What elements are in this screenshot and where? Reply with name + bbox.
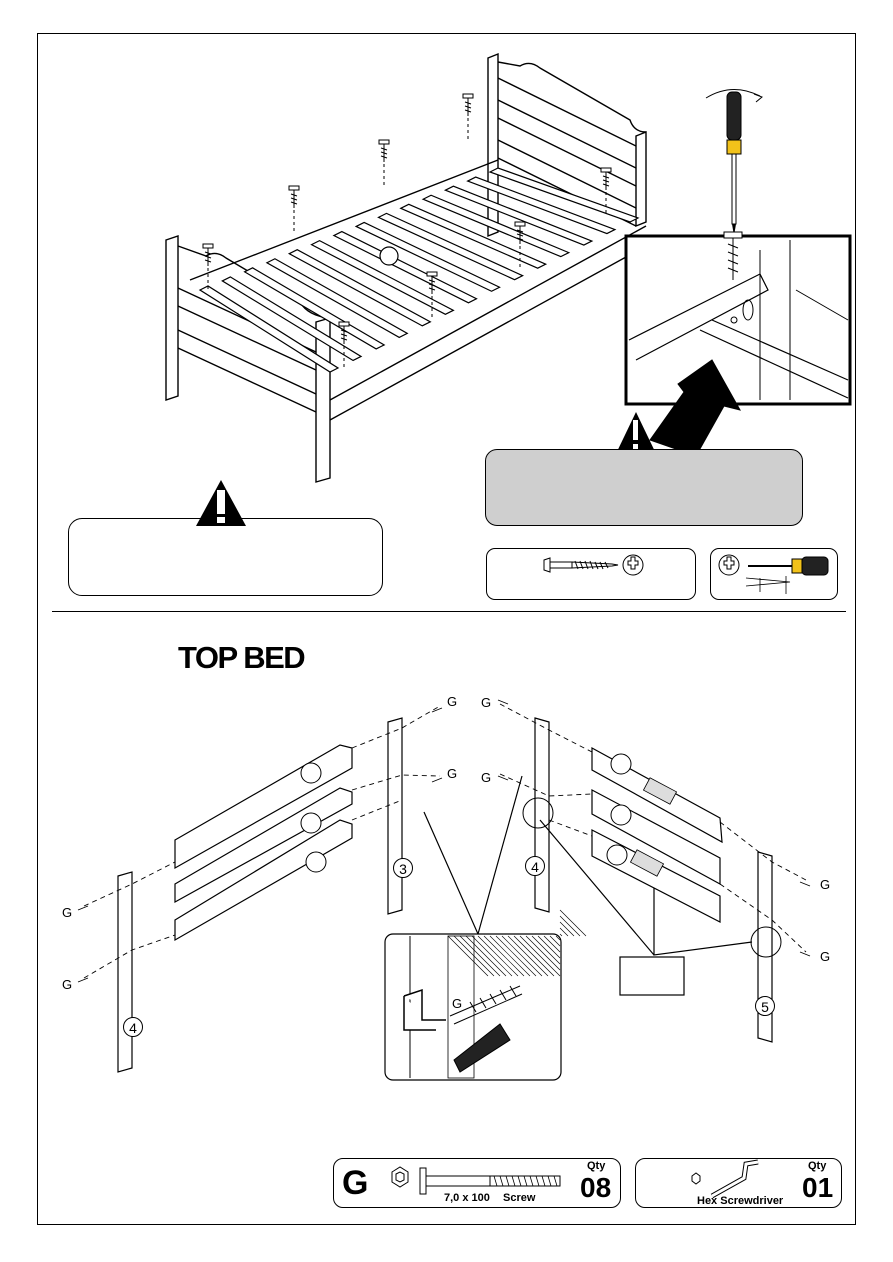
hatch-line	[519, 935, 561, 977]
screw-label: G	[447, 694, 458, 709]
post-number: 3	[393, 858, 413, 878]
screw-label: G	[481, 695, 492, 710]
screw-icon	[288, 185, 300, 232]
hatch-line	[483, 935, 525, 977]
hatch-line	[559, 915, 581, 937]
note-box-gray	[485, 449, 803, 526]
screw-icon	[426, 271, 438, 318]
hatch-line	[559, 933, 563, 937]
slat	[488, 167, 640, 223]
slat	[466, 176, 617, 235]
slat	[310, 239, 455, 315]
hatch-line	[453, 935, 495, 977]
hatch-line	[489, 935, 531, 977]
screw-label: G	[820, 877, 831, 892]
post-number: 4	[123, 1017, 143, 1037]
slat	[243, 267, 386, 350]
hatch-line	[459, 935, 501, 977]
hatch-line	[549, 935, 561, 947]
hatch-line	[507, 935, 549, 977]
hatch-line	[555, 935, 561, 941]
hatch-line	[525, 935, 561, 971]
hatch-line	[471, 935, 513, 977]
qty-value: 01	[802, 1172, 834, 1203]
screw-icon	[378, 139, 390, 186]
qty-label: Qty	[587, 1160, 606, 1172]
slat	[377, 212, 525, 281]
screw-icon	[543, 557, 619, 573]
slat	[354, 221, 501, 292]
screwdriver-icon	[745, 556, 829, 594]
page-frame	[37, 33, 856, 1225]
hatch-line	[559, 927, 569, 937]
section-title: TOP BED	[178, 640, 306, 675]
phillips-head-icon	[718, 554, 740, 576]
hatch-line	[501, 935, 543, 977]
hex-key-icon	[403, 988, 446, 1031]
hatch-line	[465, 935, 507, 977]
slat	[198, 285, 340, 373]
hatch-line	[447, 935, 489, 977]
hatch-line	[531, 935, 561, 965]
screw-icon	[202, 243, 214, 290]
screw-icon	[514, 221, 526, 268]
screw-label: G	[447, 766, 458, 781]
hatch-line	[477, 935, 519, 977]
qty-value: 08	[580, 1172, 612, 1203]
hatch-line	[495, 935, 537, 977]
tool-name: Hex Screwdriver	[697, 1195, 784, 1207]
detail-inset	[624, 231, 852, 406]
screw-icon	[600, 167, 612, 214]
screw-label: G	[452, 996, 463, 1011]
screw-label: G	[820, 949, 831, 964]
hatch-line	[537, 935, 561, 959]
screwdriver-icon	[705, 89, 763, 236]
hardware-letter: G	[342, 1164, 369, 1202]
qty-label: Qty	[808, 1160, 827, 1172]
hatch-line	[559, 909, 587, 937]
slat	[332, 230, 478, 304]
screw-label: G	[62, 977, 73, 992]
post-number: 4	[525, 856, 545, 876]
slat	[443, 185, 594, 246]
slat	[421, 194, 571, 258]
phillips-head-icon	[622, 554, 644, 576]
slat	[399, 203, 548, 269]
warning-note-box	[68, 518, 383, 596]
hatch-line	[543, 935, 561, 953]
screw-label: G	[62, 905, 73, 920]
slat	[265, 258, 409, 339]
slat	[287, 249, 432, 327]
slat	[221, 276, 363, 362]
screw-icon	[338, 321, 350, 368]
post-number: 5	[755, 996, 775, 1016]
screw-icon	[462, 93, 474, 140]
section-divider	[52, 611, 846, 612]
hardware-spec: 7,0 x 100	[444, 1192, 490, 1204]
screw-icon	[449, 985, 523, 1025]
hatch-line	[559, 921, 575, 937]
screw-hardware-box	[486, 548, 696, 600]
hardware-name: Screw	[503, 1192, 536, 1204]
hatch-line	[513, 935, 555, 977]
screw-label: G	[481, 770, 492, 785]
arrow-icon	[649, 359, 742, 457]
